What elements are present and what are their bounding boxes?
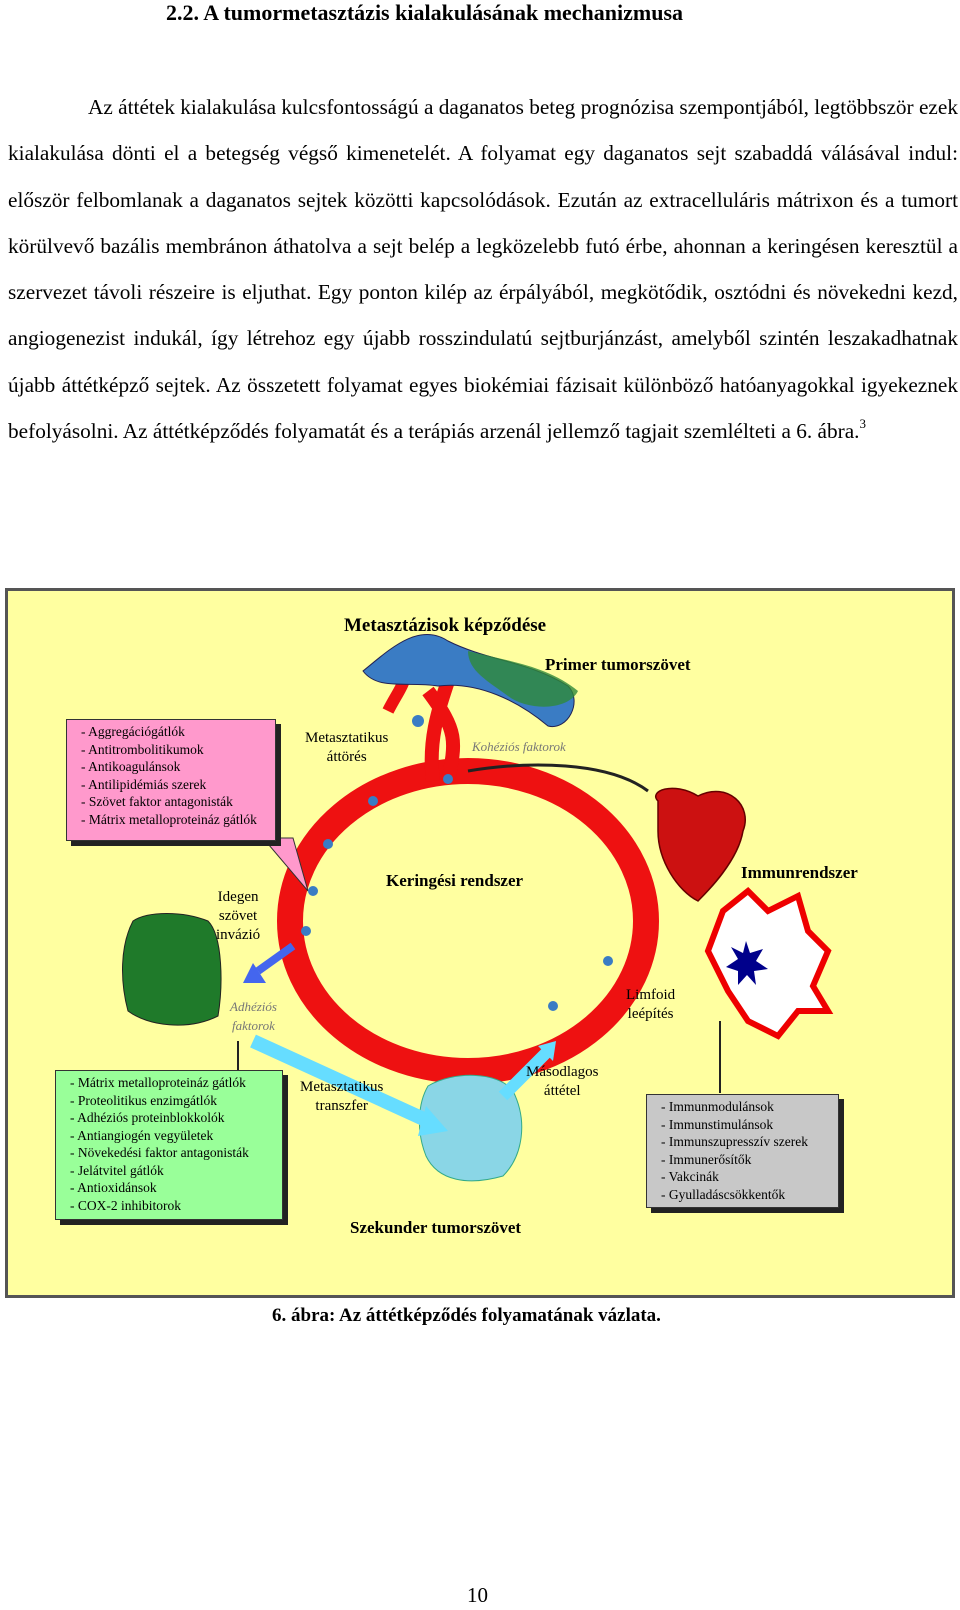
figure-graphics (122, 634, 834, 1182)
list-item: Antikoagulánsok (81, 758, 267, 776)
list-item: Adhéziós proteinblokkolók (70, 1109, 274, 1127)
page-number: 10 (467, 1583, 488, 1607)
list-item: Immunstimulánsok (661, 1116, 830, 1134)
label-metastatic-transfer: Metasztatikus transzfer (300, 1079, 384, 1114)
grey-therapy-box: Immunmodulánsok Immunstimulánsok Immunsz… (646, 1094, 839, 1208)
list-item: Gyulladáscsökkentők (661, 1186, 830, 1204)
vessel-branch (422, 678, 461, 783)
label-secondary-tissue: Szekunder tumorszövet (350, 1218, 522, 1237)
label-secondary-metastasis: Másodlagos áttétel (526, 1064, 599, 1099)
paragraph-text: Az áttétek kialakulása kulcsfontosságú a… (8, 95, 958, 444)
label-circulation: Keringési rendszer (386, 871, 524, 890)
label-adhesion-factors: Adhéziós faktorok (230, 999, 277, 1033)
pink-therapy-box: Aggregációgátlók Antitrombolitikumok Ant… (66, 719, 276, 841)
list-item: Immunszupresszív szerek (661, 1133, 830, 1151)
list-item: COX-2 inhibitorok (70, 1197, 274, 1215)
circulating-cells (301, 715, 613, 1011)
list-item: Immunerősítők (661, 1151, 830, 1169)
immune-burst-icon (726, 941, 768, 985)
transfer-arrow (250, 1034, 431, 1128)
label-metastatic-breakthrough: Metasztatikus áttörés (305, 730, 389, 765)
list-item: Antiangiogén vegyületek (70, 1127, 274, 1145)
list-item: Szövet faktor antagonisták (81, 793, 267, 811)
pink-box-pointer (261, 837, 309, 892)
list-item: Jelátvitel gátlók (70, 1162, 274, 1180)
body-paragraph: Az áttétek kialakulása kulcsfontosságú a… (8, 84, 958, 454)
label-foreign-invasion: Idegen szövet invázió (216, 889, 261, 943)
transfer-arrowhead (418, 1106, 448, 1136)
heart (655, 787, 746, 902)
list-item: Antitrombolitikumok (81, 741, 267, 759)
primary-tumor (362, 634, 575, 727)
list-item: Mátrix metalloproteináz gátlók (70, 1074, 274, 1092)
list-item: Vakcinák (661, 1168, 830, 1186)
label-primary-tissue: Primer tumorszövet (545, 655, 691, 674)
section-heading: 2.2. A tumormetasztázis kialakulásának m… (166, 0, 684, 25)
immune-lesion (704, 886, 834, 1040)
list-item: Antioxidánsok (70, 1179, 274, 1197)
figure-caption: 6. ábra: Az áttétképződés folyamatának v… (272, 1305, 661, 1326)
label-cohesion-factors: Kohéziós faktorok (472, 739, 566, 754)
list-item: Növekedési faktor antagonisták (70, 1144, 274, 1162)
green-therapy-box: Mátrix metalloproteináz gátlók Proteolit… (55, 1070, 283, 1220)
invasion-arrowhead (243, 963, 266, 983)
heart-connector (467, 763, 649, 793)
footnote-reference: 3 (859, 416, 867, 432)
primary-tumor-green (468, 651, 578, 707)
invasion-arrow (255, 942, 296, 975)
foreign-tissue (122, 913, 222, 1026)
list-item: Proteolitikus enzimgátlók (70, 1092, 274, 1110)
secondary-arrowhead (538, 1041, 556, 1061)
list-item: Mátrix metalloproteináz gátlók (81, 811, 267, 829)
circulation-ring (277, 758, 659, 1084)
list-item: Aggregációgátlók (81, 723, 267, 741)
label-immune-system: Immunrendszer (741, 863, 858, 882)
metastasis-figure: Metasztázisok képződése Primer tumorszöv… (5, 588, 955, 1298)
label-lymphoid: Limfoid leépítés (626, 987, 676, 1022)
secondary-arrow (498, 1046, 553, 1101)
figure-title: Metasztázisok képződése (344, 615, 547, 636)
list-item: Antilipidémiás szerek (81, 776, 267, 794)
list-item: Immunmodulánsok (661, 1098, 830, 1116)
secondary-tumor (418, 1074, 523, 1182)
